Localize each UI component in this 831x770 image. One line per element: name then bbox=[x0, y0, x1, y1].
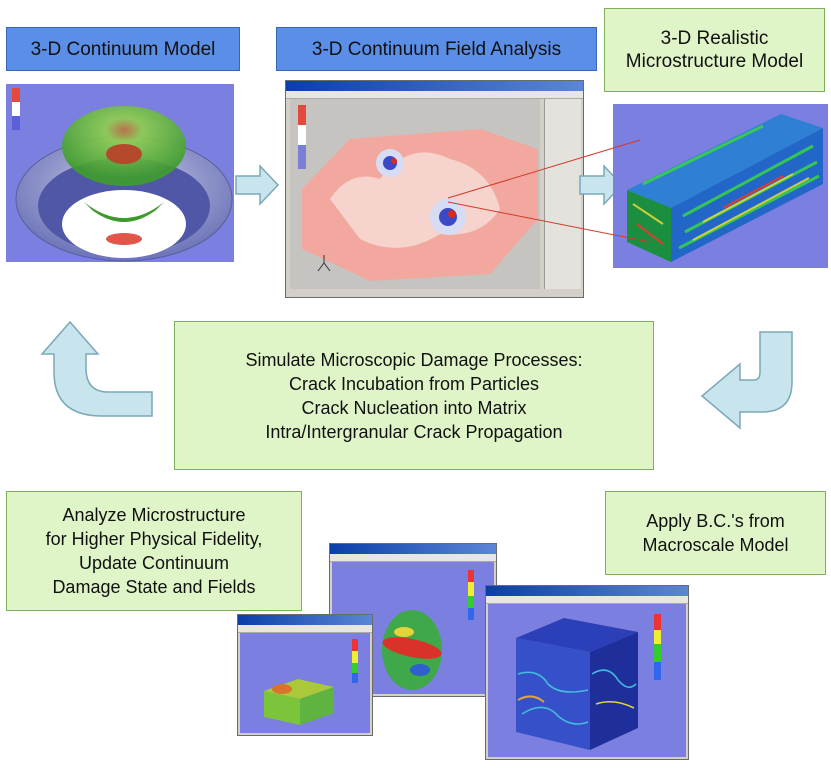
analyze-line-3: Update Continuum bbox=[78, 553, 230, 573]
apply-bc-box: Apply B.C.'s from Macroscale Model bbox=[605, 491, 826, 575]
simulate-title: Simulate Microscopic Damage Processes: bbox=[245, 349, 583, 370]
block-viewport bbox=[240, 633, 370, 733]
microstructure-render bbox=[613, 104, 828, 268]
continuum-model-text: 3-D Continuum Model bbox=[30, 38, 216, 60]
block-window-menubar bbox=[238, 625, 372, 633]
continuum-model-render bbox=[6, 84, 234, 262]
field-analysis-text: 3-D Continuum Field Analysis bbox=[311, 38, 562, 60]
block-window-titlebar bbox=[238, 615, 372, 625]
curved-arrow-left bbox=[40, 318, 160, 418]
analyze-line-2: for Higher Physical Fidelity, bbox=[45, 529, 263, 549]
field-window-menubar bbox=[286, 91, 583, 99]
ellipsoid-window-titlebar bbox=[330, 544, 496, 554]
field-analysis-window bbox=[285, 80, 584, 298]
realistic-model-line-1: 3-D Realistic bbox=[660, 28, 769, 49]
analyze-line-1: Analyze Microstructure bbox=[62, 505, 246, 525]
simulation-window-cube bbox=[485, 585, 689, 760]
analyze-microstructure-box: Analyze Microstructure for Higher Physic… bbox=[6, 491, 302, 611]
ellipsoid-window-menubar bbox=[330, 554, 496, 562]
realistic-model-line-2: Microstructure Model bbox=[625, 51, 804, 72]
realistic-model-label: 3-D Realistic Microstructure Model bbox=[604, 8, 825, 92]
cube-viewport bbox=[488, 604, 686, 757]
simulate-line-1: Crack Incubation from Particles bbox=[288, 373, 540, 394]
continuum-model-label: 3-D Continuum Model bbox=[6, 27, 240, 71]
apply-line-1: Apply B.C.'s from bbox=[646, 511, 785, 531]
analyze-line-4: Damage State and Fields bbox=[52, 577, 256, 597]
arrow-right-1 bbox=[234, 164, 280, 206]
simulate-damage-box: Simulate Microscopic Damage Processes: C… bbox=[174, 321, 654, 470]
apply-line-2: Macroscale Model bbox=[642, 535, 789, 555]
field-window-titlebar bbox=[286, 81, 583, 91]
cube-window-titlebar bbox=[486, 586, 688, 596]
simulate-line-2: Crack Nucleation into Matrix bbox=[301, 397, 527, 418]
simulate-line-3: Intra/Intergranular Crack Propagation bbox=[265, 421, 563, 442]
field-window-sidebar bbox=[544, 99, 581, 289]
zoom-connector-lines bbox=[440, 130, 660, 250]
curved-arrow-right bbox=[696, 330, 808, 432]
field-analysis-label: 3-D Continuum Field Analysis bbox=[276, 27, 597, 71]
simulation-window-block bbox=[237, 614, 373, 736]
cube-window-menubar bbox=[486, 596, 688, 604]
field-analysis-viewport bbox=[290, 99, 540, 289]
